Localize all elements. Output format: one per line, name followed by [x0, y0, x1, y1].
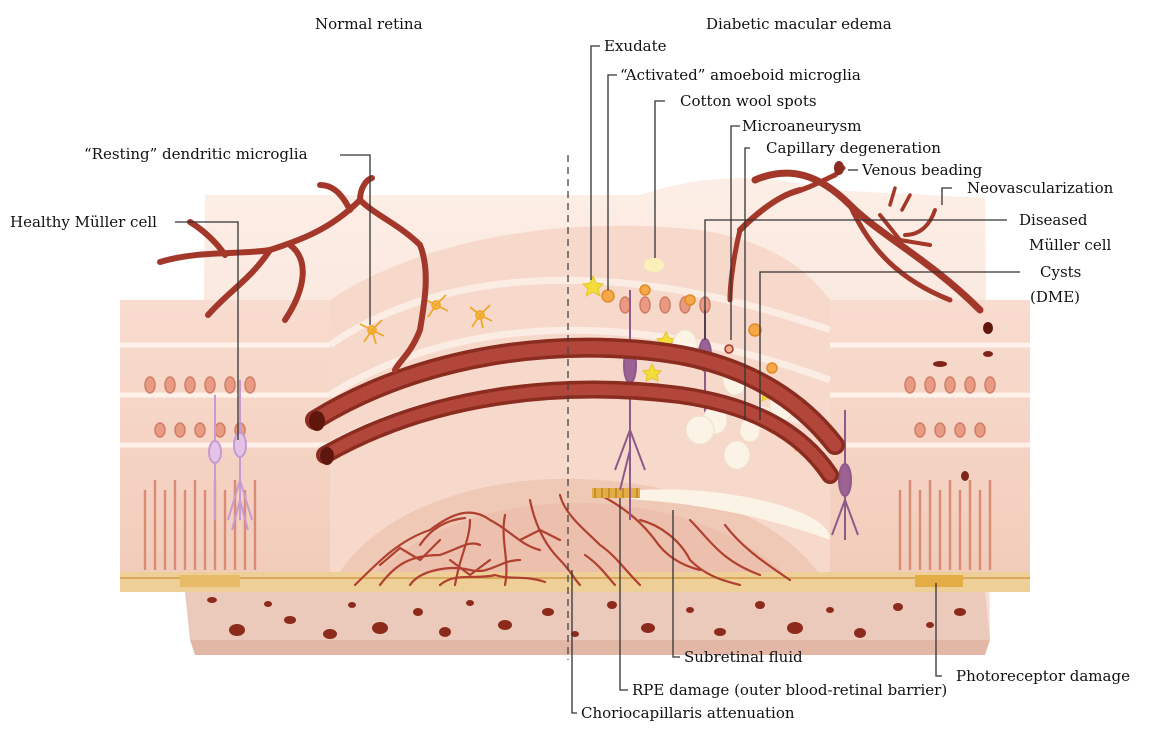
blood-spot-1 — [933, 361, 947, 367]
blood-spot-3 — [961, 471, 969, 481]
choroid-layer — [185, 592, 990, 640]
label-subretinal-fluid: Subretinal fluid — [684, 648, 803, 666]
label-diseased-muller-1: Diseased — [1019, 211, 1088, 229]
photoreceptor-rpe-left — [180, 575, 240, 587]
label-rpe-damage: RPE damage (outer blood-retinal barrier) — [632, 681, 947, 699]
label-capillary-degeneration: Capillary degeneration — [766, 139, 941, 157]
vessel-cross-section-2 — [320, 447, 334, 465]
label-choriocapillaris: Choriocapillaris attenuation — [581, 704, 795, 722]
vessel-cross-section-1 — [309, 411, 325, 431]
vessel-end-right — [983, 322, 993, 334]
label-diseased-muller-2: Müller cell — [1029, 236, 1112, 254]
label-resting-microglia: “Resting” dendritic microglia — [84, 145, 308, 163]
label-activated-microglia: “Activated” amoeboid microglia — [620, 66, 861, 84]
label-neovascularization: Neovascularization — [967, 179, 1114, 197]
heading-dme: Diabetic macular edema — [706, 15, 892, 33]
label-exudate: Exudate — [604, 37, 667, 55]
blood-spot-2 — [983, 351, 993, 357]
label-cysts-2: (DME) — [1030, 288, 1080, 306]
label-photoreceptor-damage: Photoreceptor damage — [956, 667, 1130, 685]
label-healthy-muller: Healthy Müller cell — [10, 213, 157, 231]
label-venous-beading: Venous beading — [861, 161, 983, 179]
label-microaneurysm: Microaneurysm — [742, 117, 861, 135]
label-cotton-wool-spots: Cotton wool spots — [680, 92, 817, 110]
cotton-wool-spots — [644, 258, 664, 272]
label-cysts-1: Cysts — [1040, 263, 1081, 281]
microaneurysm-dot — [725, 345, 733, 353]
headings: Normal retina Diabetic macular edema — [315, 15, 892, 33]
rpe-layer — [120, 572, 1030, 592]
photoreceptor-rpe-right — [915, 575, 963, 587]
rpe-damage-band — [592, 488, 640, 498]
venous-bead — [834, 161, 844, 175]
heading-normal-retina: Normal retina — [315, 15, 423, 33]
